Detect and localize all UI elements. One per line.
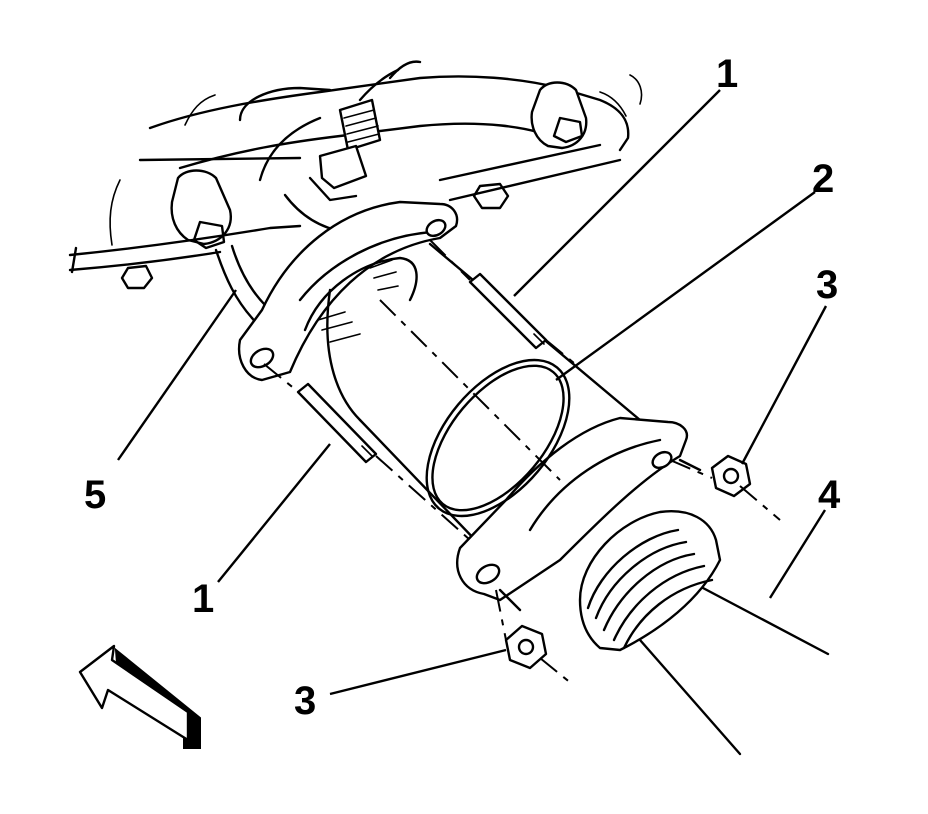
callout-1-lower: 1 [192, 577, 214, 621]
direction-arrow-icon [78, 644, 201, 749]
callout-4: 4 [818, 473, 841, 517]
gasket-ring [425, 358, 571, 518]
stud-lower [296, 382, 378, 464]
leader-lines [117, 89, 828, 696]
alignment-lines [263, 239, 781, 685]
stud-upper [468, 272, 548, 350]
upper-flange [237, 200, 459, 382]
oxygen-sensor [308, 60, 422, 202]
callout-3-lower: 3 [294, 679, 316, 723]
nut-lower [504, 624, 548, 670]
exhaust-pipe [578, 510, 830, 756]
exhaust-manifold [68, 74, 643, 290]
callout-2: 2 [812, 157, 834, 201]
callout-5: 5 [84, 473, 106, 517]
callout-3-upper: 3 [816, 263, 838, 307]
callout-1-upper: 1 [716, 52, 738, 96]
